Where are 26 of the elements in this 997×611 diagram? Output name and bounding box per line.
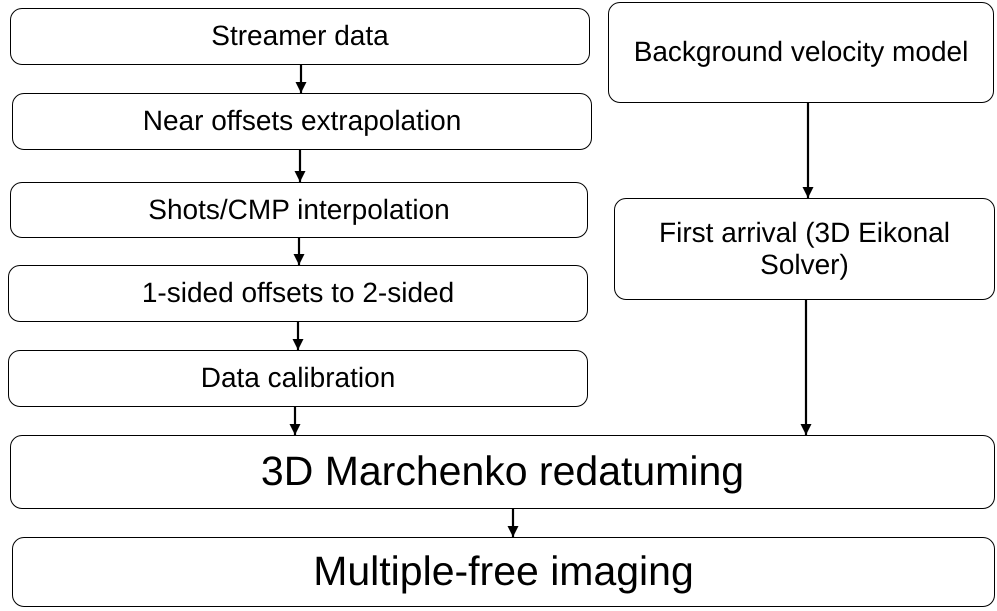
arrow bbox=[508, 509, 518, 537]
box-label: 1-sided offsets to 2-sided bbox=[142, 277, 454, 310]
box-label: Near offsets extrapolation bbox=[142, 105, 462, 138]
arrow bbox=[802, 103, 814, 198]
process-box bbox=[10, 8, 590, 65]
process-box bbox=[10, 182, 588, 238]
box-label: First arrival (3D Eikonal Solver) bbox=[658, 216, 951, 282]
arrow bbox=[800, 300, 812, 435]
process-box bbox=[614, 198, 995, 300]
box-label: Background velocity model bbox=[634, 36, 968, 69]
process-box bbox=[12, 93, 592, 150]
process-box bbox=[12, 537, 995, 607]
box-label: Shots/CMP interpolation bbox=[148, 194, 450, 226]
process-box bbox=[10, 435, 995, 509]
arrow bbox=[296, 65, 306, 93]
process-box bbox=[8, 350, 588, 407]
arrow bbox=[290, 407, 300, 435]
process-box bbox=[8, 265, 588, 322]
arrow bbox=[292, 322, 304, 350]
box-label: Data calibration bbox=[200, 362, 396, 395]
arrow bbox=[294, 150, 306, 182]
box-label: 3D Marchenko redatuming bbox=[260, 448, 744, 496]
arrow bbox=[294, 238, 304, 265]
process-box bbox=[608, 2, 994, 103]
box-label: Multiple-free imaging bbox=[313, 548, 694, 596]
box-label: Streamer data bbox=[211, 20, 389, 53]
